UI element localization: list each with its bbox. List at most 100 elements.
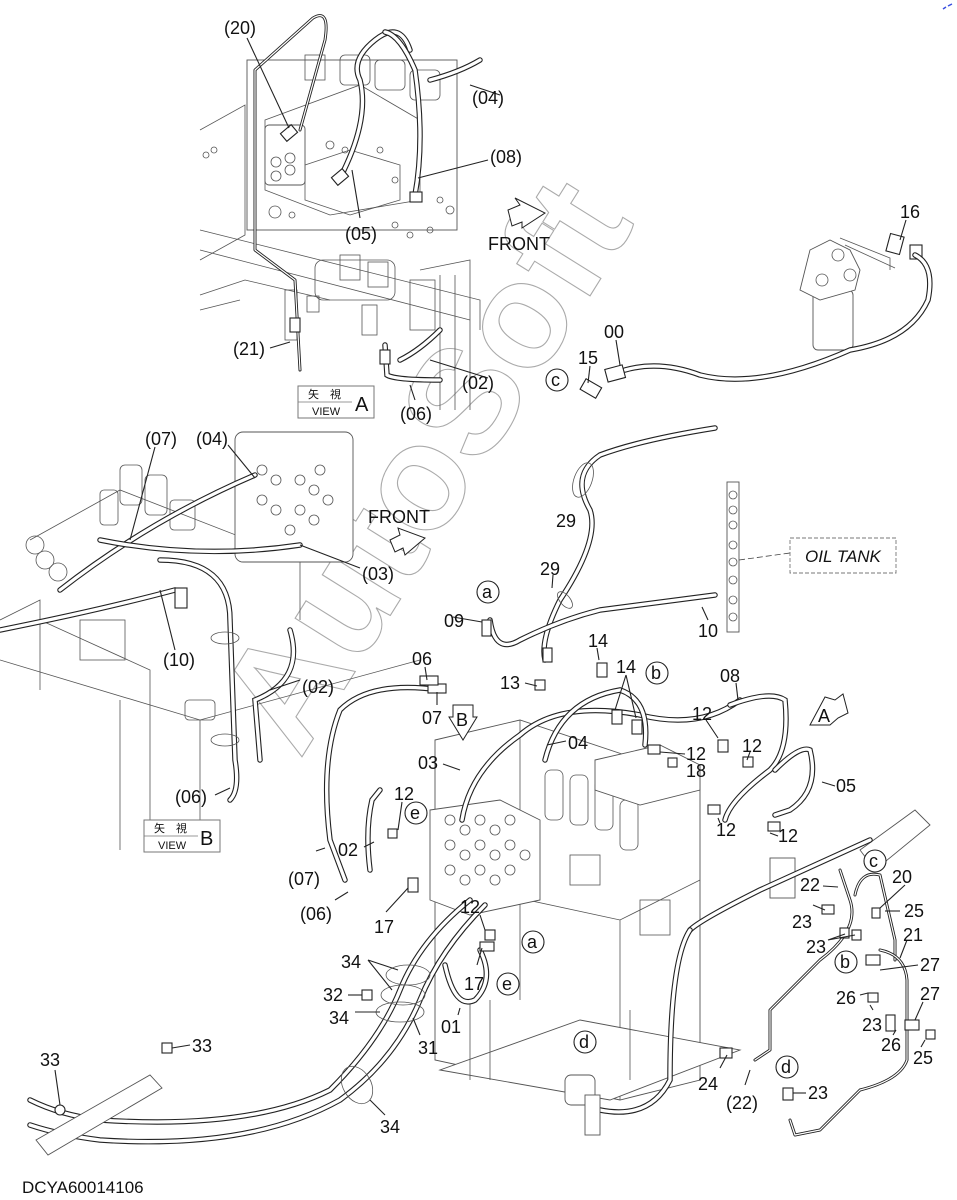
callout-b-03: (03) <box>362 564 394 584</box>
ref-circle-a-lower: a <box>527 932 538 952</box>
ref-circle-b-upper: b <box>651 663 661 683</box>
callout-02: (02) <box>462 373 494 393</box>
fittings <box>161 619 936 1101</box>
ref-circle-e-upper: e <box>410 803 420 823</box>
callout-17-b: 17 <box>464 974 484 994</box>
callout-01: 01 <box>441 1017 461 1037</box>
callout-24: 24 <box>698 1074 718 1094</box>
callout-b-10: (10) <box>163 650 195 670</box>
callout-12-b: 12 <box>686 744 706 764</box>
callout-26-b: 26 <box>881 1035 901 1055</box>
callout-33-left: 33 <box>40 1050 60 1070</box>
callout-12-e: 12 <box>778 826 798 846</box>
main-callouts: 29 29 09 10 14 14 13 06 07 08 03 04 12 1… <box>40 511 940 1137</box>
ref-circle-d-right: d <box>781 1057 791 1077</box>
callout-02-main: 02 <box>338 840 358 860</box>
callout-17-a: 17 <box>374 917 394 937</box>
callout-23-c: 23 <box>862 1015 882 1035</box>
callout-06: (06) <box>400 404 432 424</box>
view-b-letter: B <box>200 828 213 850</box>
callout-26-a: 26 <box>836 988 856 1008</box>
view-arrow-a: A <box>809 693 849 726</box>
callout-23-d: 23 <box>808 1083 828 1103</box>
callout-b-02: (02) <box>302 677 334 697</box>
callout-13: 13 <box>500 673 520 693</box>
view-arrow-b-letter: B <box>456 710 468 730</box>
view-a-jp: 矢 視 <box>308 387 341 401</box>
view-a-callouts: (20) (04) (08) (05) (21) (02) (06) <box>224 18 522 424</box>
callout-23-b: 23 <box>806 937 826 957</box>
view-a-letter: A <box>355 394 369 416</box>
callout-b-06: (06) <box>175 787 207 807</box>
reference-circles: a a b b c d d e e <box>404 580 887 1079</box>
callout-14-b: 14 <box>616 657 636 677</box>
callout-34-bottom: 34 <box>380 1117 400 1137</box>
callout-22: 22 <box>800 875 820 895</box>
view-arrow-b: B <box>448 704 478 741</box>
filter-assembly: 16 00 15 c <box>545 202 933 399</box>
callout-21: (21) <box>233 339 265 359</box>
callout-05: (05) <box>345 224 377 244</box>
callout-16: 16 <box>900 202 920 222</box>
front-arrow-middle-icon <box>389 527 426 556</box>
callout-14-a: 14 <box>588 631 608 651</box>
ref-circle-b-lower: b <box>840 952 850 972</box>
corner-mark <box>942 3 953 10</box>
front-arrow-icon <box>507 197 547 229</box>
callout-23-a: 23 <box>792 912 812 932</box>
callout-09: 09 <box>444 611 464 631</box>
main-assembly <box>27 425 936 1156</box>
view-b-box: 矢 視 VIEW B <box>143 819 221 853</box>
view-b-jp: 矢 視 <box>154 821 187 835</box>
view-a-en: VIEW <box>312 406 341 418</box>
callout-b-04: (04) <box>196 429 228 449</box>
callout-31: 31 <box>418 1038 438 1058</box>
callout-00: 00 <box>604 322 624 342</box>
callout-34-mid: 34 <box>329 1008 349 1028</box>
view-b-callouts: (07) (04) (03) (10) (02) (06) <box>129 429 394 807</box>
callout-25-b: 25 <box>913 1048 933 1068</box>
front-arrow-middle: FRONT <box>368 507 430 556</box>
callout-32: 32 <box>323 985 343 1005</box>
callout-33-right: 33 <box>192 1036 212 1056</box>
callout-29-top: 29 <box>556 511 576 531</box>
front-label-top: FRONT <box>488 234 550 254</box>
front-arrow-top: FRONT <box>488 197 550 254</box>
callout-b-07: (07) <box>145 429 177 449</box>
callout-05-main: 05 <box>836 776 856 796</box>
oil-tank-text: OIL TANK <box>805 547 882 566</box>
callout-12-d: 12 <box>716 820 736 840</box>
ref-circle-c-lower: c <box>869 851 878 871</box>
ref-circle-c-upper: c <box>551 370 560 390</box>
callout-04: (04) <box>472 88 504 108</box>
callout-12-c: 12 <box>742 736 762 756</box>
callout-06-main: 06 <box>412 649 432 669</box>
callout-21-main: 21 <box>903 925 923 945</box>
callout-12-a: 12 <box>692 704 712 724</box>
callout-03-main: 03 <box>418 753 438 773</box>
ref-circle-a-upper: a <box>482 582 493 602</box>
callout-27-a: 27 <box>920 955 940 975</box>
callout-34-top: 34 <box>341 952 361 972</box>
callout-10: 10 <box>698 621 718 641</box>
view-a-assembly <box>199 14 483 410</box>
view-b-en: VIEW <box>158 840 187 852</box>
callout-08: (08) <box>490 147 522 167</box>
oil-tank-label: OIL TANK <box>789 537 897 574</box>
front-label-middle: FRONT <box>368 507 430 527</box>
callout-20-main: 20 <box>892 867 912 887</box>
callout-04-main: 04 <box>568 733 588 753</box>
callout-27-b: 27 <box>920 984 940 1004</box>
view-b-assembly <box>0 431 421 850</box>
callout-25-a: 25 <box>904 901 924 921</box>
ref-circle-d-left: d <box>579 1032 589 1052</box>
callout-07-paren: (07) <box>288 869 320 889</box>
callout-12-g: 12 <box>460 897 480 917</box>
callout-20: (20) <box>224 18 256 38</box>
callout-29-mid: 29 <box>540 559 560 579</box>
drawing-code: DCYA60014106 <box>22 1178 144 1197</box>
callout-15: 15 <box>578 348 598 368</box>
callout-06-paren: (06) <box>300 904 332 924</box>
callout-12-f: 12 <box>394 784 414 804</box>
